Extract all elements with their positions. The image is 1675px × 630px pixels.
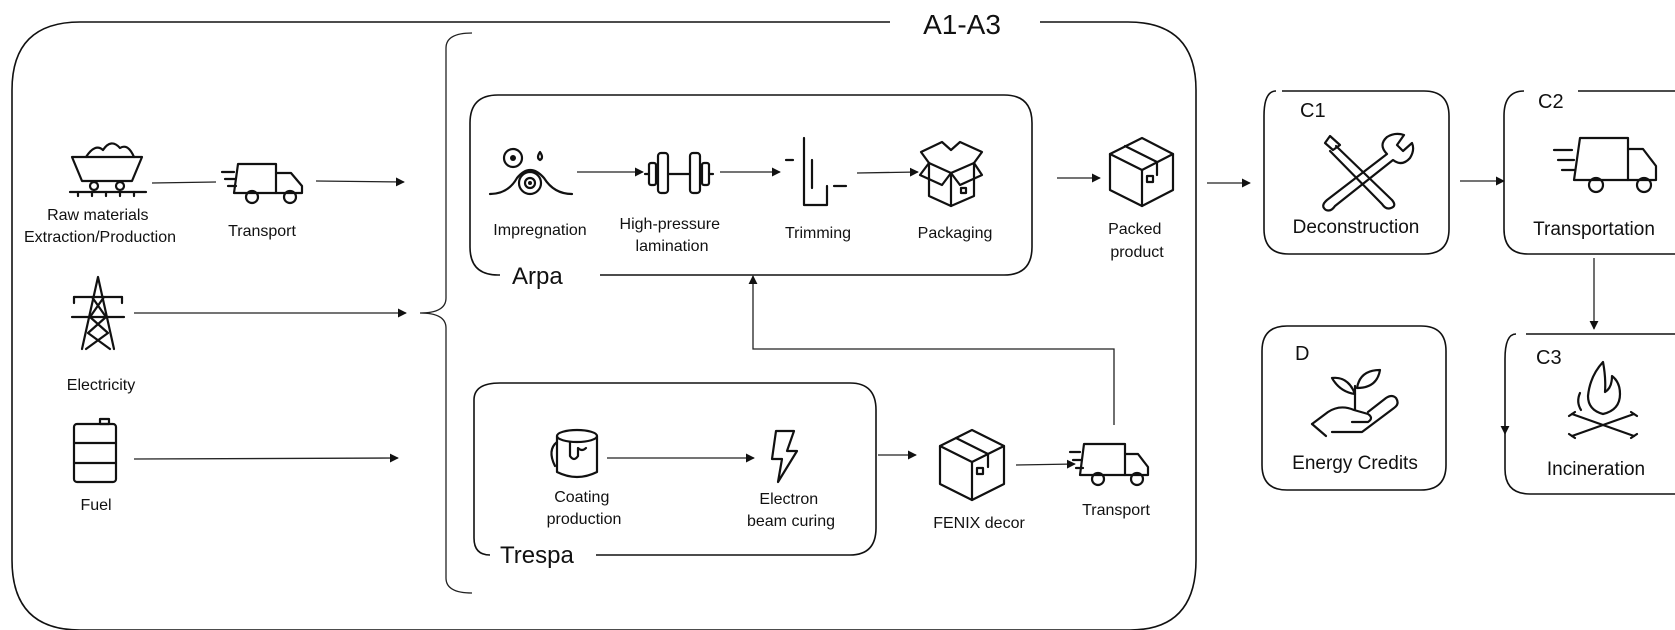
arpa-label: Arpa (512, 263, 563, 290)
fire-icon (1567, 360, 1639, 440)
trespa-label: Trespa (500, 542, 574, 569)
d-tag: D (1295, 343, 1309, 365)
arrow-trim-to-pack (856, 167, 919, 177)
d-box (1261, 325, 1447, 491)
c1-box (1263, 90, 1450, 255)
packed-product-label: Packed product (1108, 221, 1166, 261)
paint-bucket-icon (550, 428, 599, 479)
c2-box (1503, 90, 1675, 255)
electricity-label: Electricity (67, 377, 135, 394)
arrow-transport-to-arpa (748, 275, 1115, 425)
truck-icon (1552, 136, 1658, 194)
deconstruction-label: Deconstruction (1293, 217, 1420, 238)
impregnation-roller-icon (488, 147, 574, 196)
lightning-icon (770, 429, 799, 484)
press-icon (643, 151, 715, 195)
arpa-box (469, 94, 1033, 276)
coating-label: Coating production (547, 489, 622, 528)
transport-label: Transport (228, 223, 296, 240)
tools-icon (1322, 132, 1415, 212)
truck-icon (1068, 442, 1150, 487)
truck-icon (220, 162, 304, 205)
c1-tag: C1 (1300, 100, 1326, 122)
open-box-icon (918, 140, 984, 208)
hpl-label: High-pressure lamination (620, 216, 725, 255)
fenix-decor-label: FENIX decor (933, 515, 1025, 532)
c3-tag: C3 (1536, 347, 1562, 369)
mine-cart-icon (68, 142, 148, 198)
transportation-label: Transportation (1533, 219, 1655, 240)
impregnation-label: Impregnation (493, 222, 586, 239)
connector-line (151, 181, 217, 184)
raw-materials-label: Raw materials Extraction/Production (24, 207, 176, 246)
packaging-label: Packaging (918, 225, 993, 242)
input-brace (419, 32, 473, 594)
arrow-fuel (133, 453, 399, 463)
trimming-label: Trimming (785, 225, 851, 242)
transport2-label: Transport (1082, 502, 1150, 519)
arrow-fenix-to-transport (1015, 459, 1076, 469)
c2-tag: C2 (1538, 91, 1564, 113)
fuel-label: Fuel (80, 497, 111, 514)
trimming-icon (784, 136, 848, 207)
closed-box-icon (1108, 136, 1175, 208)
trespa-box (473, 382, 877, 556)
energy-credits-label: Energy Credits (1292, 453, 1418, 474)
c3-box (1504, 333, 1675, 495)
a1-a3-title: A1-A3 (923, 9, 1001, 40)
closed-box-icon (938, 428, 1006, 502)
power-pylon-icon (70, 275, 126, 351)
incineration-label: Incineration (1547, 459, 1645, 480)
fuel-barrel-icon (72, 417, 118, 484)
plant-hand-icon (1310, 368, 1399, 438)
arrow-raw-to-a1 (315, 177, 405, 187)
a1-a3-boundary (11, 21, 1197, 630)
ebc-label: Electron beam curing (747, 491, 835, 530)
